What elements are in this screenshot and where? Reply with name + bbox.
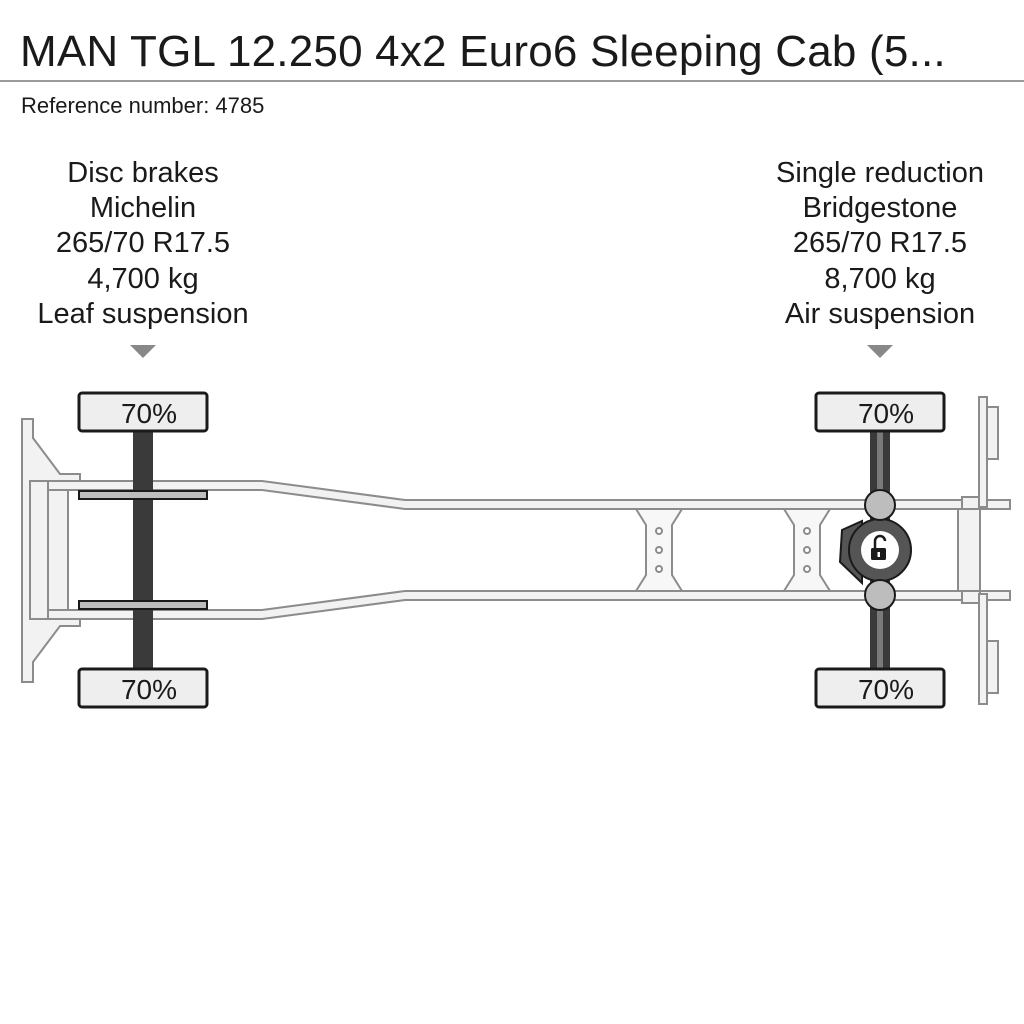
- front-bumper: [21, 418, 81, 683]
- front-tire-size: 265/70 R17.5: [55, 227, 231, 260]
- rear-axle-load: 8,700 kg: [824, 262, 936, 295]
- front-pointer-icon: [130, 345, 156, 358]
- reference-number: Reference number: 4785: [21, 93, 265, 118]
- rear-tire-bottom: 70%: [814, 667, 946, 709]
- front-tread-bottom: 70%: [121, 674, 177, 705]
- front-axle-load: 4,700 kg: [87, 262, 199, 295]
- rear-tread-bottom: 70%: [858, 674, 914, 705]
- padlock-open-icon: [861, 531, 899, 569]
- front-axle: [78, 430, 208, 670]
- front-tire-top: 70%: [77, 391, 209, 433]
- front-axle-info: Disc brakes Michelin 265/70 R17.5 4,700 …: [0, 156, 293, 332]
- front-leaf-spring-top: [78, 490, 208, 500]
- rear-axle: [838, 430, 912, 670]
- rear-tread-top: 70%: [858, 398, 914, 429]
- rear-axle-info: Single reduction Bridgestone 265/70 R17.…: [730, 156, 1024, 332]
- page-title: MAN TGL 12.250 4x2 Euro6 Sleeping Cab (5…: [20, 27, 946, 76]
- rear-end: [957, 396, 999, 705]
- air-bag-top: [864, 489, 896, 521]
- rear-tire-brand: Bridgestone: [802, 192, 958, 225]
- rear-light-bottom: [978, 593, 988, 705]
- rear-tire-top: 70%: [814, 391, 946, 433]
- rear-tire-size: 265/70 R17.5: [792, 227, 968, 260]
- front-suspension: Leaf suspension: [37, 297, 249, 330]
- front-tire-bottom: 70%: [77, 667, 209, 709]
- frame-rail-bottom: [47, 590, 1011, 620]
- rear-suspension: Air suspension: [784, 297, 976, 330]
- front-tread-top: 70%: [121, 398, 177, 429]
- cross-members: [634, 508, 832, 592]
- air-bag-bottom: [864, 579, 896, 611]
- front-tire-brand: Michelin: [89, 192, 197, 225]
- front-leaf-spring-bottom: [78, 600, 208, 610]
- rear-light-top: [978, 396, 988, 508]
- rear-pointer-icon: [867, 345, 893, 358]
- front-brakes: Disc brakes: [67, 157, 219, 189]
- rear-reduction: Single reduction: [776, 157, 984, 189]
- title-divider: [0, 80, 1024, 82]
